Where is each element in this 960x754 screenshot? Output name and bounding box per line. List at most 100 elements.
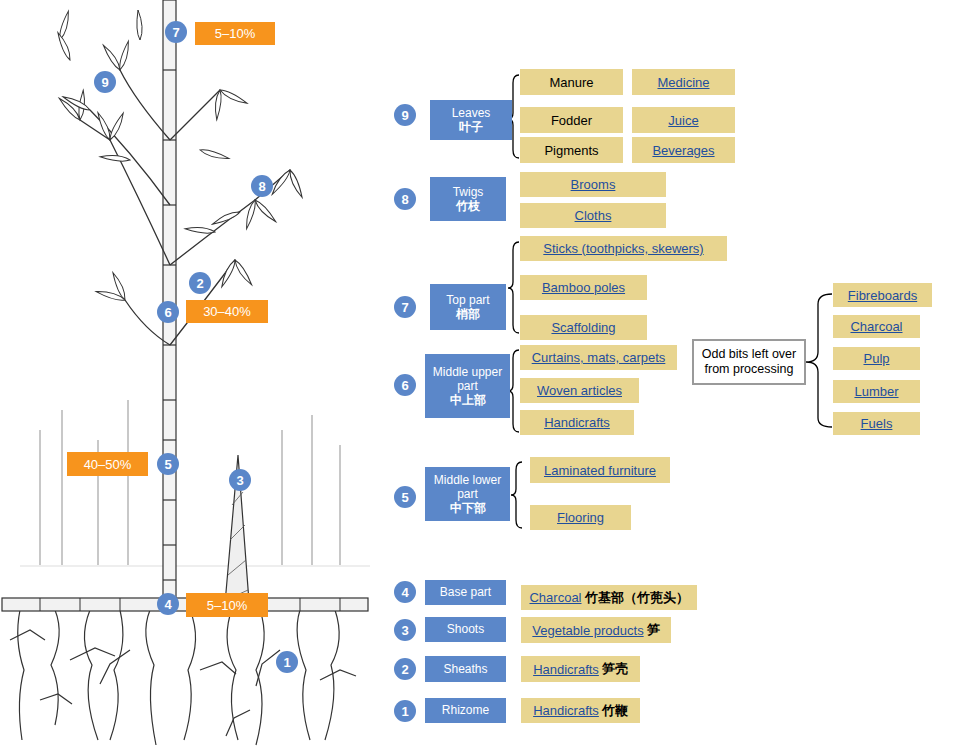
box-content: Odd bits left over from processing	[699, 347, 799, 377]
callout-number: 6	[164, 305, 171, 320]
callout-number: 8	[394, 188, 416, 210]
box-content: Flooring	[557, 510, 604, 525]
callout-number: 9	[401, 108, 408, 123]
callout-number: 5	[164, 457, 171, 472]
label-text: Brooms	[571, 177, 616, 192]
box-content: Fibreboards	[848, 288, 917, 303]
box-content: Twigs竹枝	[453, 185, 484, 213]
use-box: Charcoal 竹基部（竹蔸头）	[521, 585, 697, 610]
box-content: 7	[401, 300, 408, 315]
box-content: 1	[401, 704, 408, 719]
callout-number: 6	[394, 374, 416, 396]
callout-number: 3	[229, 469, 251, 491]
part-box: Rhizome	[425, 698, 506, 723]
use-box: Beverages	[632, 137, 735, 163]
box-content: Fodder	[551, 113, 592, 128]
callout-number: 2	[394, 658, 416, 680]
label-text: Curtains, mats, carpets	[532, 350, 666, 365]
box-content: Charcoal 竹基部（竹蔸头）	[529, 589, 688, 607]
chinese-label: 竹枝	[453, 199, 484, 213]
chinese-label: 笋	[647, 621, 660, 639]
box-content: 3	[401, 623, 408, 638]
box-content: Shoots	[447, 622, 484, 636]
label-text: Vegetable products	[532, 623, 643, 638]
callout-number: 7	[165, 21, 187, 43]
label-text: Fuels	[861, 416, 893, 431]
label-text: Flooring	[557, 510, 604, 525]
label-text: Juice	[668, 113, 698, 128]
callout-number: 4	[401, 585, 408, 600]
percentage-box: 40–50%	[67, 452, 148, 476]
box-content: 5–10%	[215, 26, 255, 41]
chinese-label: 竹基部（竹蔸头）	[585, 589, 689, 607]
label-text: Laminated furniture	[544, 463, 656, 478]
use-box: Manure	[520, 69, 623, 95]
box-content: Scaffolding	[551, 320, 615, 335]
label-text: Handicrafts	[544, 415, 610, 430]
part-box: Leaves叶子	[430, 100, 512, 140]
callout-number: 2	[401, 662, 408, 677]
label-text: Charcoal	[529, 590, 581, 605]
callout-number: 7	[394, 296, 416, 318]
callout-number: 1	[401, 704, 408, 719]
callout-number: 9	[394, 104, 416, 126]
box-content: Curtains, mats, carpets	[532, 350, 666, 365]
box-content: Middle lower part中下部	[429, 473, 506, 515]
label-text: 5–10%	[207, 598, 247, 613]
box-content: Handicrafts竹鞭	[533, 702, 628, 720]
callout-number: 4	[394, 581, 416, 603]
box-content: Pulp	[863, 351, 889, 366]
label-text: Leaves	[452, 106, 491, 120]
callout-number: 7	[172, 25, 179, 40]
use-box: Bamboo poles	[520, 275, 647, 300]
label-text: Bamboo poles	[542, 280, 625, 295]
label-text: Manure	[549, 75, 593, 90]
callout-number: 4	[157, 593, 179, 615]
use-box: Scaffolding	[520, 315, 647, 340]
box-content: Woven articles	[537, 383, 622, 398]
chinese-label: 竹鞭	[602, 702, 628, 720]
callout-number: 4	[164, 597, 171, 612]
label-text: Handicrafts	[533, 662, 599, 677]
box-content: 9	[101, 75, 108, 90]
box-content: 2	[401, 662, 408, 677]
callout-number: 1	[394, 700, 416, 722]
use-box: Medicine	[632, 69, 735, 95]
part-box: Shoots	[425, 617, 506, 642]
chinese-label: 叶子	[452, 120, 491, 134]
use-box: Charcoal	[833, 315, 920, 338]
callout-number: 3	[394, 619, 416, 641]
box-content: 8	[258, 179, 265, 194]
chinese-label: 笋壳	[602, 660, 628, 678]
part-box: Twigs竹枝	[430, 177, 506, 221]
part-box: Middle lower part中下部	[425, 467, 510, 521]
label-text: Base part	[440, 585, 491, 599]
box-content: Leaves叶子	[452, 106, 491, 134]
part-box: Sheaths	[425, 656, 506, 682]
label-text: Cloths	[575, 208, 612, 223]
label-text: Charcoal	[850, 319, 902, 334]
label-text: Beverages	[652, 143, 714, 158]
callout-number: 8	[258, 179, 265, 194]
box-content: Sheaths	[443, 662, 487, 676]
use-box: Sticks (toothpicks, skewers)	[520, 236, 727, 261]
box-content: Handicrafts	[544, 415, 610, 430]
box-content: 2	[196, 276, 203, 291]
box-content: Bamboo poles	[542, 280, 625, 295]
box-content: Juice	[668, 113, 698, 128]
box-content: Pigments	[544, 143, 598, 158]
callout-number: 2	[189, 272, 211, 294]
box-content: 5–10%	[207, 598, 247, 613]
label-text: Twigs	[453, 185, 484, 199]
box-content: 30–40%	[203, 304, 251, 319]
label-text: Top part	[446, 293, 489, 307]
box-content: 6	[164, 305, 171, 320]
use-box: Curtains, mats, carpets	[520, 345, 677, 370]
box-content: 5	[164, 457, 171, 472]
label-text: Middle upper part	[429, 365, 506, 393]
callout-number: 5	[394, 486, 416, 508]
callout-number: 2	[196, 276, 203, 291]
part-box: Top part梢部	[430, 284, 506, 330]
box-content: 3	[236, 473, 243, 488]
